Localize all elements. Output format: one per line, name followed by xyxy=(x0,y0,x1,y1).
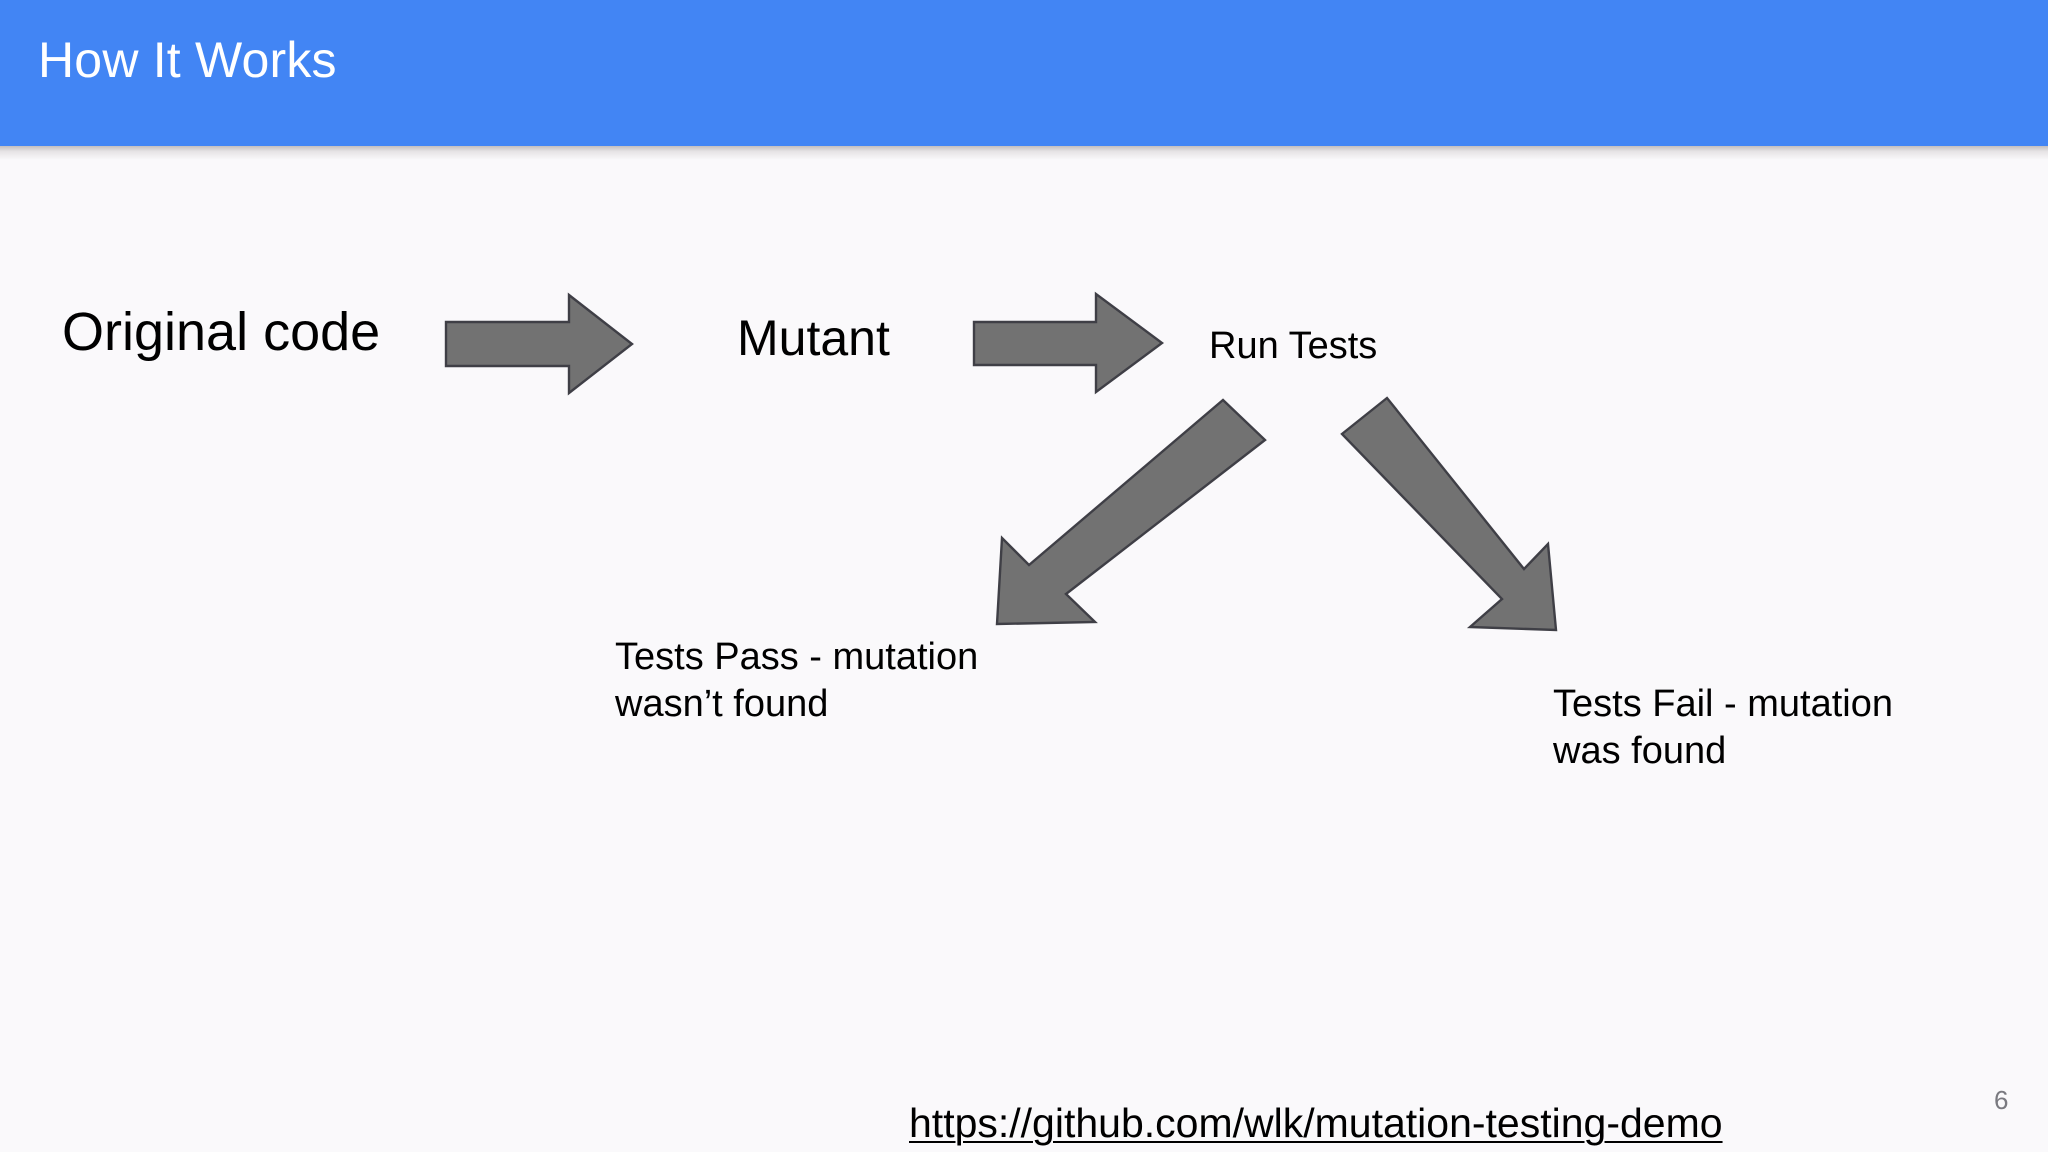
diagram-node-original-code: Original code xyxy=(62,302,381,362)
diagram-node-run-tests: Run Tests xyxy=(1209,325,1378,367)
arrow-down-left-icon-runtests-to-pass xyxy=(995,398,1267,626)
slide-number: 6 xyxy=(1994,1085,2009,1115)
arrow-right-icon-mutant-to-runtests xyxy=(972,291,1165,395)
arrow-down-right-icon-runtests-to-fail xyxy=(1340,396,1558,632)
slide-header-band xyxy=(0,0,2048,146)
diagram-node-mutant: Mutant xyxy=(737,310,890,366)
diagram-node-tests-pass: Tests Pass - mutation wasn’t found xyxy=(615,636,979,725)
page-title: How It Works xyxy=(38,32,337,88)
arrow-right-icon-original-to-mutant xyxy=(444,292,634,396)
header-shadow xyxy=(0,146,2048,160)
diagram-node-tests-fail: Tests Fail - mutation was found xyxy=(1553,683,1893,772)
repository-link[interactable]: https://github.com/wlk/mutation-testing-… xyxy=(909,1100,1723,1146)
